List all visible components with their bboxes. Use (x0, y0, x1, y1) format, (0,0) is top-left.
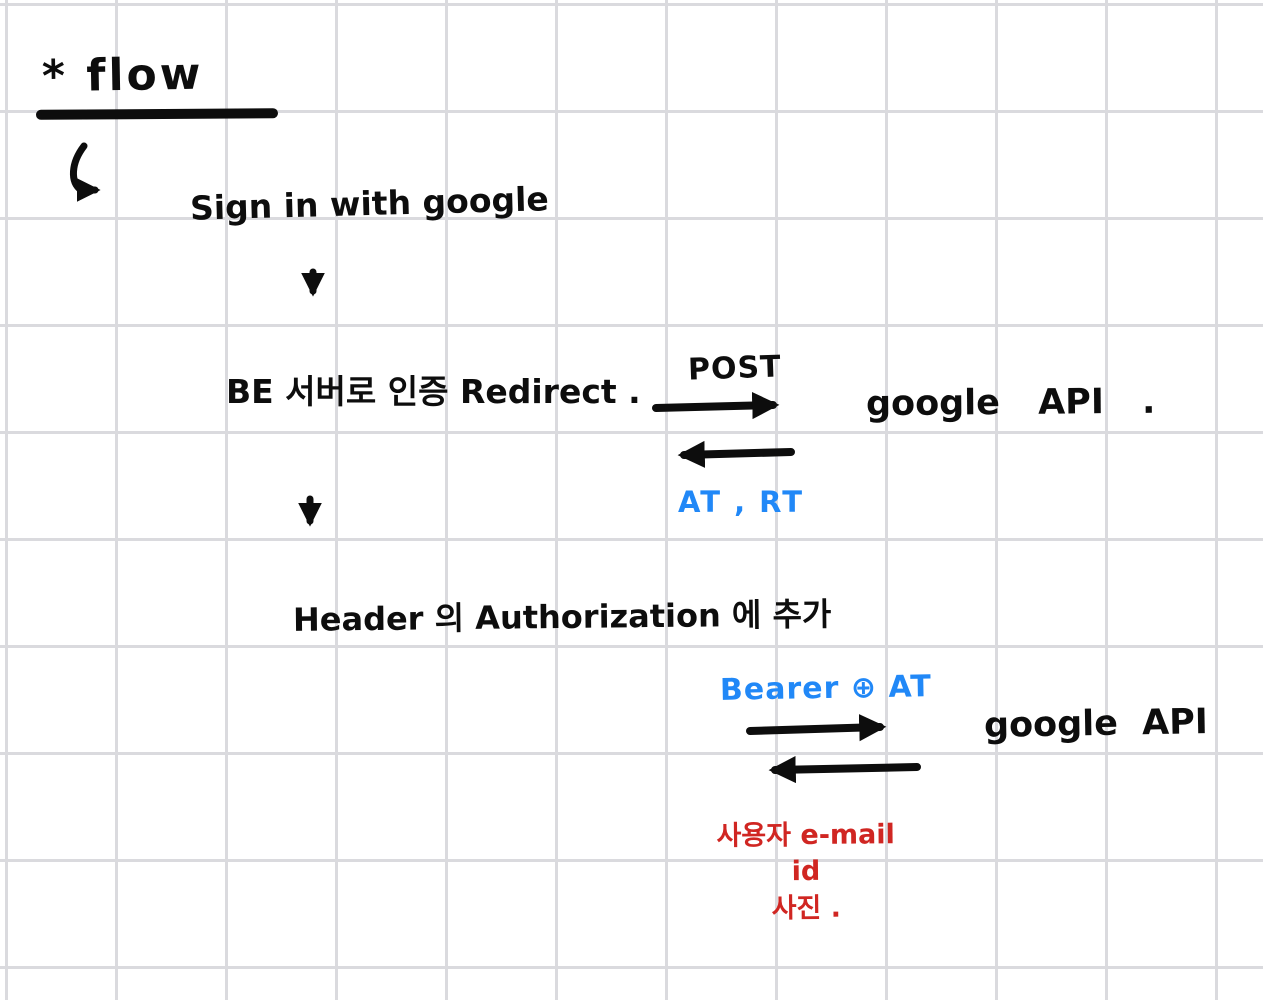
response-arrow-1 (677, 440, 795, 469)
step-sign-in-with-google: Sign in with google (189, 179, 550, 228)
response-line-email: 사용자 e-mail (716, 819, 895, 852)
branch-arrow-icon (70, 142, 101, 202)
response-line-id: id (791, 856, 821, 888)
title-underline (35, 108, 279, 120)
step-header-authorization-add: Header 의 Authorization 에 추가 (292, 595, 832, 639)
page-title: * flow (41, 48, 204, 103)
response-user-info: 사용자 e-mail id 사진 . (700, 817, 913, 928)
request-arrow-2 (746, 714, 887, 742)
response-label-at-rt: AT , RT (678, 485, 804, 519)
request-label-post: POST (687, 349, 783, 388)
response-line-photo: 사진 . (771, 892, 842, 925)
request-label-bearer-at: Bearer ⊕ AT (719, 669, 933, 708)
server-google-api-1: google API . (865, 381, 1156, 425)
request-arrow-1 (652, 391, 780, 420)
server-google-api-2: google API (983, 702, 1209, 746)
response-arrow-2 (768, 755, 921, 784)
step-be-server-redirect: BE 서버로 인증 Redirect . (226, 372, 641, 411)
